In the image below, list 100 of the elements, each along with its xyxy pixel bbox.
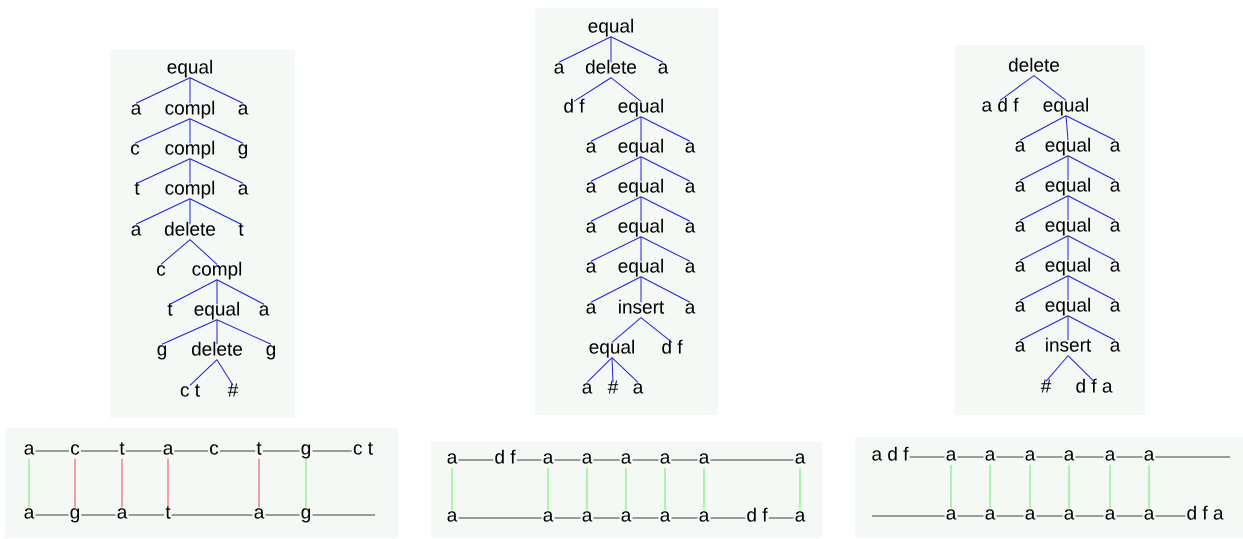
strand-line [1116, 456, 1143, 458]
pairing-line [703, 467, 705, 511]
strand-line [1036, 456, 1064, 458]
tree-branch [1067, 195, 1116, 221]
strand-line [909, 456, 945, 458]
pairing-line [1029, 464, 1031, 509]
tree-branch [590, 276, 642, 303]
base-letter: a [795, 511, 806, 522]
tree-branch [189, 158, 191, 184]
tree-node-label: a [586, 262, 597, 273]
tree-node-label: a [1110, 221, 1121, 232]
tree-node-label: delete [191, 341, 243, 356]
pairing-line [28, 458, 30, 508]
tree-node-label: equal [618, 258, 663, 277]
tree-branch [189, 239, 218, 265]
base-letter: d f [495, 449, 516, 464]
strand-line [81, 514, 116, 516]
tree-node-label: equal [1043, 97, 1088, 116]
base-letter: a [24, 444, 35, 455]
base-letter: a [582, 511, 593, 522]
tree-node-label: equal [1045, 217, 1090, 236]
base-letter: t [165, 506, 171, 519]
tree-branch [1067, 275, 1116, 301]
strand-line [458, 517, 542, 519]
pairing-line [989, 464, 991, 509]
base-letter: c [71, 444, 80, 455]
tree-branch [1019, 195, 1069, 221]
tree-branch [590, 196, 642, 222]
strand-line [458, 459, 494, 461]
tree-branch [135, 198, 191, 225]
tree-node-label: equal [1045, 297, 1090, 316]
tree-node-label: equal [167, 59, 212, 78]
base-letter: a [543, 453, 554, 464]
base-letter: g [70, 508, 80, 523]
tree-branch [189, 77, 191, 104]
pairing-line [799, 467, 801, 511]
base-letter: a [946, 450, 957, 461]
base-letter: g [301, 444, 311, 459]
base-letter: a [660, 453, 671, 464]
tree-branch [136, 158, 191, 184]
pairing-line [74, 458, 76, 508]
tree-node-label: equal [618, 178, 663, 197]
pairing-line [664, 467, 666, 511]
tree-branch [1067, 155, 1116, 181]
strand-line [632, 459, 659, 461]
tree-node-label: c [157, 265, 166, 276]
tree-node-label: a [1015, 181, 1026, 192]
strand-line [1155, 456, 1231, 458]
tree-node-label: d f a [1076, 378, 1113, 393]
strand-line [1075, 456, 1104, 458]
base-letter: a [582, 453, 593, 464]
base-letter: a [1025, 450, 1036, 461]
strand-line [593, 517, 620, 519]
strand-line [125, 450, 162, 452]
tree-branch [1019, 315, 1069, 341]
tree-branch [590, 156, 642, 182]
tree-branch [1067, 235, 1069, 261]
tree-branch [189, 198, 242, 225]
strand-line [593, 459, 620, 461]
tree-node-label: a [586, 222, 597, 233]
base-letter: a [985, 450, 996, 461]
tree-node-label: a [1015, 301, 1026, 312]
tree-node-label: a [586, 142, 597, 153]
pairing-line [1148, 464, 1150, 509]
tree-node-label: a [1110, 301, 1121, 312]
tree-node-label: d f [564, 98, 585, 113]
tree-node-label: a [554, 63, 565, 74]
pairing-line [121, 458, 123, 508]
strand-line [1075, 515, 1104, 517]
tree-branch [189, 198, 191, 225]
tree-node-label: equal [1045, 137, 1090, 156]
tree-branch [640, 236, 691, 262]
base-letter: a [1105, 509, 1116, 520]
tree-node-label: compl [165, 180, 215, 199]
tree-branch [640, 276, 642, 303]
tree-branch [640, 196, 642, 222]
strand-line [957, 515, 985, 517]
tree-branch [640, 116, 642, 142]
tree-node-label: a [1015, 141, 1026, 152]
tree-node-label: a [685, 142, 696, 153]
strand-line [710, 517, 746, 519]
tree-branch [160, 239, 191, 265]
tree-node-label: a [1015, 261, 1026, 272]
tree-node-label: t [238, 223, 244, 236]
base-letter: a [543, 511, 554, 522]
tree-branch [611, 357, 639, 383]
tree-node-label: t [134, 182, 140, 195]
base-letter: c t [353, 442, 373, 455]
tree-node-label: a [1015, 341, 1026, 352]
tree-branch [1067, 355, 1095, 382]
pairing-line [305, 458, 307, 508]
tree-branch [590, 116, 642, 142]
tree-node-label: a [1110, 141, 1121, 152]
tree-node-label: # [1040, 379, 1052, 393]
tree-node-label: equal [618, 218, 663, 237]
strand-line [996, 515, 1025, 517]
tree-node-label: a d f [982, 97, 1019, 112]
tree-branch [189, 118, 244, 144]
pairing-line [258, 458, 260, 508]
pairing-line [1068, 464, 1070, 509]
